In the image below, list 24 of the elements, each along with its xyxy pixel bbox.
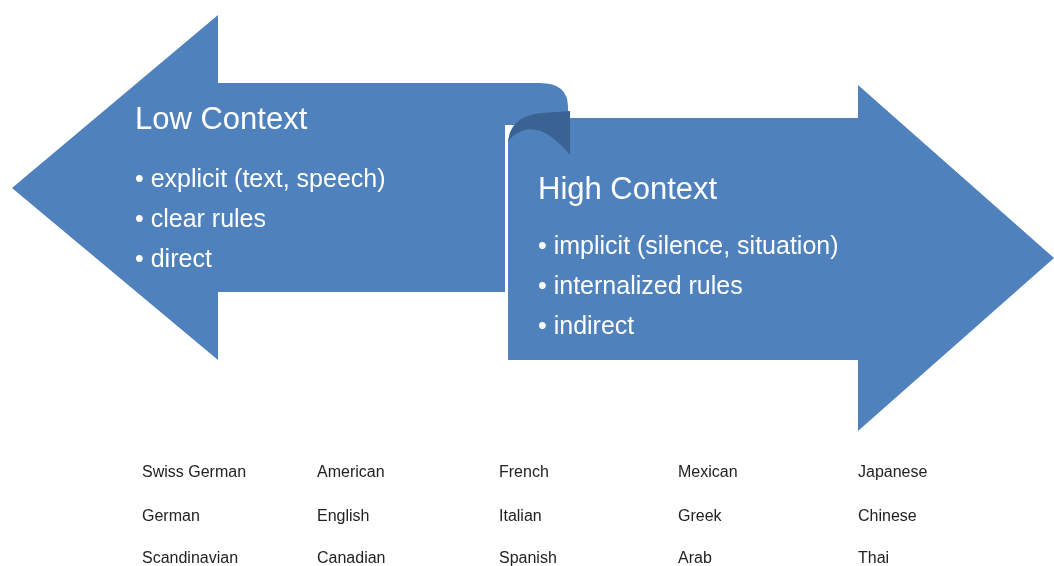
culture-label: Thai	[858, 549, 890, 566]
culture-label: Japanese	[858, 463, 928, 481]
culture-label: Mexican	[678, 463, 738, 481]
culture-label: Italian	[499, 507, 542, 525]
culture-label: Canadian	[317, 549, 386, 566]
bullet-item: • explicit (text, speech)	[135, 163, 386, 194]
culture-label: Greek	[678, 507, 722, 525]
bullet-item: • indirect	[538, 310, 636, 341]
bullet-item: • implicit (silence, situation)	[538, 230, 839, 261]
culture-label: Swiss German	[142, 463, 247, 481]
culture-label: Spanish	[499, 549, 557, 566]
culture-label: Scandinavian	[142, 549, 239, 566]
culture-label: Chinese	[858, 507, 917, 525]
bullet-item: • direct	[135, 243, 213, 274]
arrow-heading: Low Context	[135, 101, 308, 137]
arrow-heading: High Context	[538, 171, 718, 207]
culture-label: German	[142, 507, 200, 525]
arrow-shape	[505, 85, 1054, 432]
bullet-item: • clear rules	[135, 203, 268, 234]
culture-label: French	[499, 463, 549, 481]
culture-label: English	[317, 507, 370, 525]
bullet-item: • internalized rules	[538, 270, 744, 301]
culture-label: Arab	[678, 549, 712, 566]
culture-label: American	[317, 463, 385, 481]
